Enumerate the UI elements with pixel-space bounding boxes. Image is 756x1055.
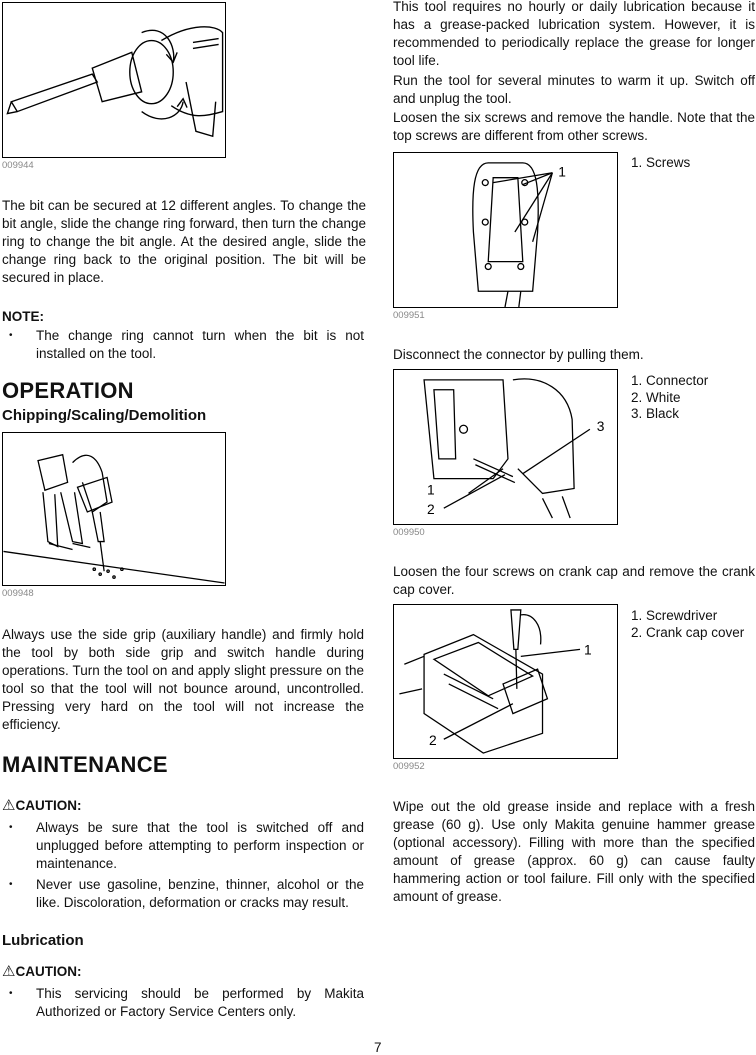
figure-chipping [2, 432, 226, 586]
caution-text: This servicing should be performed by Ma… [36, 986, 364, 1019]
drill-chuck-illustration [6, 26, 224, 138]
callout-number: 1 [584, 641, 592, 657]
figure-code: 009951 [393, 310, 425, 321]
paragraph-grease: Wipe out the old grease inside and repla… [393, 799, 755, 904]
heading-lubrication: Lubrication [2, 932, 84, 949]
figure-handle-screws: 1 [393, 152, 618, 308]
figure-bit-change-ring [2, 2, 226, 158]
legend-item: 3. Black [631, 406, 680, 421]
caution-bullet-item: • Always be sure that the tool is switch… [9, 819, 364, 873]
callout-number: 2 [427, 501, 435, 517]
note-text: The change ring cannot turn when the bit… [36, 328, 364, 361]
caution-bullet-item: • This servicing should be performed by … [9, 985, 364, 1021]
legend-item: 2. Crank cap cover [631, 624, 745, 640]
paragraph-crank-cap: Loosen the four screws on crank cap and … [393, 564, 755, 597]
paragraph-operation: Always use the side grip (auxiliary hand… [2, 627, 364, 732]
figure-code: 009950 [393, 527, 425, 538]
paragraph-lubrication-intro: This tool requires no hourly or daily lu… [393, 0, 755, 68]
paragraph-bit-angle: The bit can be secured at 12 different a… [2, 198, 366, 285]
caution-text: Always be sure that the tool is switched… [36, 820, 364, 871]
figure-legend: 1. Screws [631, 155, 690, 172]
callout-number: 2 [429, 732, 437, 748]
callout-number: 1 [427, 481, 435, 497]
figure-crank-cap: 1 2 [393, 604, 618, 759]
legend-item: 1. Screwdriver [631, 608, 718, 623]
figure-legend: 1. Screwdriver 2. Crank cap cover [631, 608, 744, 641]
bullet-dot: • [9, 988, 13, 999]
figure-code: 009948 [2, 588, 34, 599]
chipping-illustration [3, 453, 225, 584]
figure-legend: 1. Connector 2. White 3. Black [631, 373, 708, 423]
warning-triangle-icon: ⚠ [2, 797, 16, 814]
caution-label: ⚠CAUTION: [2, 797, 82, 814]
callout-number: 3 [597, 418, 605, 434]
paragraph-warm-up: Run the tool for several minutes to warm… [393, 73, 755, 106]
figure-code: 009944 [2, 160, 34, 171]
callout-number: 1 [558, 164, 566, 180]
warning-triangle-icon: ⚠ [2, 963, 16, 980]
figure-connector: 1 2 3 [393, 369, 618, 525]
connector-illustration: 1 2 3 [423, 378, 605, 519]
legend-item: 1. Connector [631, 373, 709, 388]
caution-text: Never use gasoline, benzine, thinner, al… [36, 877, 364, 910]
bullet-dot: • [9, 879, 13, 890]
crank-cap-illustration: 1 2 [399, 609, 592, 754]
bullet-dot: • [9, 330, 13, 341]
handle-screws-illustration: 1 [472, 162, 566, 307]
caution-label: ⚠CAUTION: [2, 963, 82, 980]
caution-bullet-item: • Never use gasoline, benzine, thinner, … [9, 876, 364, 912]
legend-item: 2. White [631, 389, 681, 405]
paragraph-loosen-screws: Loosen the six screws and remove the han… [393, 110, 755, 143]
note-label: NOTE: [2, 309, 44, 324]
bullet-dot: • [9, 822, 13, 833]
heading-maintenance: MAINTENANCE [2, 752, 168, 777]
heading-operation: OPERATION [2, 378, 134, 403]
note-bullet-item: • The change ring cannot turn when the b… [9, 327, 364, 363]
heading-chipping: Chipping/Scaling/Demolition [2, 407, 207, 424]
figure-code: 009952 [393, 761, 425, 772]
paragraph-disconnect: Disconnect the connector by pulling them… [393, 347, 644, 362]
page-number: 7 [374, 1040, 382, 1055]
legend-item: 1. Screws [631, 155, 691, 170]
